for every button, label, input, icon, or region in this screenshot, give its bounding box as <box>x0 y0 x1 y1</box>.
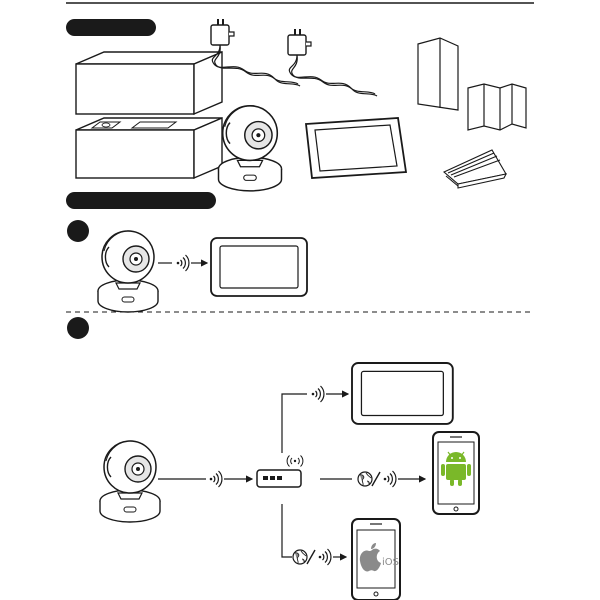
connector-line <box>281 393 307 453</box>
router-icon <box>256 455 304 488</box>
apple-icon <box>359 543 381 572</box>
step-marker-1 <box>67 220 89 242</box>
step-marker-2 <box>67 317 89 339</box>
wifi-signal-icon <box>209 470 223 488</box>
ios-label: iOS <box>382 557 399 568</box>
section-header-connection <box>66 192 216 209</box>
camera-icon <box>99 440 161 523</box>
camera-icon <box>217 104 283 192</box>
monitor-icon <box>305 117 408 179</box>
power-adapter-icon <box>210 18 301 87</box>
wifi-signal-icon <box>318 548 332 566</box>
monitor-icon <box>351 362 454 425</box>
manual-icon <box>467 83 527 131</box>
camera-icon <box>97 230 159 313</box>
connector-line <box>306 549 316 565</box>
wifi-signal-icon <box>176 254 190 272</box>
wifi-signal-icon <box>311 385 325 403</box>
connector-line <box>281 504 292 558</box>
section-header-package <box>66 19 156 36</box>
manual-icon <box>442 149 507 189</box>
globe-icon <box>292 549 308 565</box>
box-tray-icon <box>75 116 223 180</box>
android-icon <box>441 451 471 486</box>
globe-icon <box>357 471 373 487</box>
power-adapter-icon <box>287 28 378 97</box>
wifi-signal-icon <box>383 470 397 488</box>
connector-line <box>371 471 381 487</box>
box-icon <box>75 50 223 116</box>
manual-icon <box>417 37 459 111</box>
monitor-icon <box>210 237 308 297</box>
